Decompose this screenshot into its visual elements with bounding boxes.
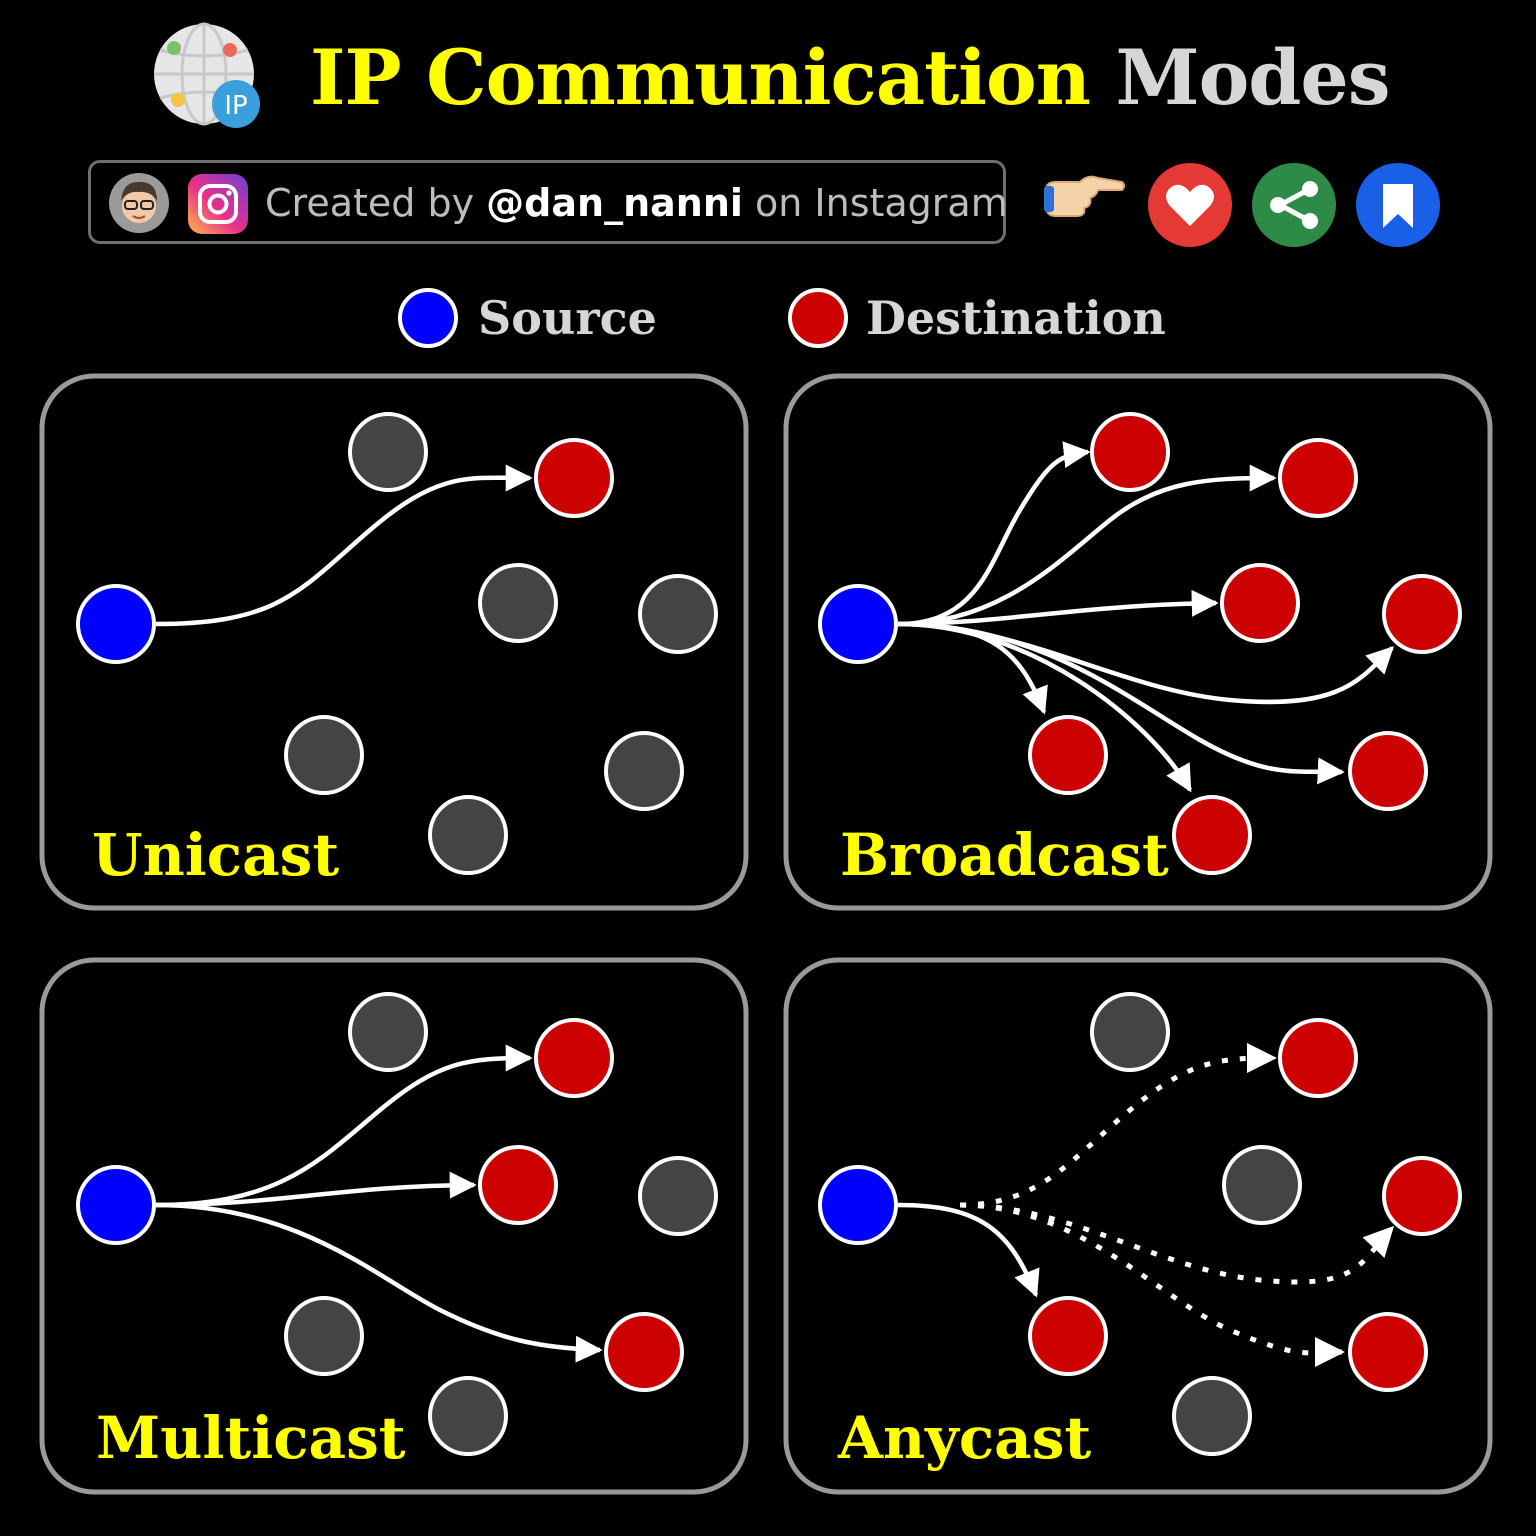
other-node	[348, 412, 428, 492]
heart-icon	[1166, 184, 1214, 226]
destination-node	[1348, 1312, 1428, 1392]
flow-arrow	[155, 464, 533, 627]
page-title: IP Communication Modes	[310, 28, 1391, 128]
destination-node	[1278, 438, 1358, 518]
credit-prefix: Created by	[265, 181, 475, 225]
credit-handle[interactable]: @dan_nanni	[486, 181, 743, 225]
destination-node	[534, 438, 614, 518]
credit-text: Created by @dan_nanni on Instagram	[265, 163, 1008, 243]
instagram-icon	[188, 174, 248, 234]
legend-source-label: Source	[478, 291, 657, 345]
other-node	[638, 1156, 718, 1236]
panel-anycast	[783, 957, 1493, 1495]
destination-node	[1090, 412, 1170, 492]
other-node	[1222, 1145, 1302, 1225]
source-node	[818, 1165, 898, 1245]
destination-node	[534, 1018, 614, 1098]
destination-node	[604, 1312, 684, 1392]
destination-node	[478, 1145, 558, 1225]
other-node	[638, 574, 718, 654]
destination-node	[1278, 1018, 1358, 1098]
destination-node	[1028, 715, 1108, 795]
title-rest: Modes	[1115, 33, 1390, 122]
other-node	[284, 715, 364, 795]
panel-label-anycast: Anycast	[838, 1404, 1092, 1472]
credit-suffix: on Instagram	[755, 181, 1008, 225]
panel-multicast	[39, 957, 749, 1495]
flow-arrow	[155, 1044, 533, 1208]
destination-node	[1382, 574, 1462, 654]
destination-node	[1220, 563, 1300, 643]
flow-arrow	[897, 589, 1219, 627]
flow-arrow	[897, 464, 1277, 627]
destination-node	[1028, 1296, 1108, 1376]
logo-badge: IP	[224, 91, 247, 121]
flow-arrow-dotted	[959, 1202, 1345, 1368]
save-button[interactable]	[1356, 163, 1440, 247]
other-node	[478, 563, 558, 643]
flow-arrow	[897, 621, 1345, 785]
other-node	[348, 992, 428, 1072]
source-node	[818, 584, 898, 664]
destination-node	[1348, 731, 1428, 811]
flow-arrow	[897, 441, 1091, 627]
other-node	[428, 1376, 508, 1456]
other-node	[604, 731, 684, 811]
other-node	[1090, 992, 1170, 1072]
pointing-hand-icon	[1044, 175, 1125, 217]
flow-arrow	[155, 1171, 477, 1208]
other-node	[284, 1296, 364, 1376]
like-button[interactable]	[1148, 163, 1232, 247]
share-icon	[1270, 181, 1318, 229]
bookmark-icon	[1383, 184, 1413, 228]
flow-arrow	[155, 1202, 603, 1363]
share-button[interactable]	[1252, 163, 1336, 247]
globe-network-icon: IP	[154, 22, 260, 128]
panel-label-broadcast: Broadcast	[840, 821, 1169, 889]
flow-arrow-dotted	[959, 1202, 1395, 1285]
panel-label-unicast: Unicast	[92, 821, 340, 889]
other-node	[1172, 1376, 1252, 1456]
legend-destination-label: Destination	[866, 291, 1166, 345]
panel-label-multicast: Multicast	[96, 1404, 406, 1472]
other-node	[428, 795, 508, 875]
destination-node	[1172, 795, 1252, 875]
source-node	[76, 1165, 156, 1245]
legend-source-dot	[398, 288, 458, 348]
legend-destination-dot	[788, 288, 848, 348]
panel-unicast	[39, 373, 749, 911]
title-highlight: IP Communication	[310, 33, 1091, 122]
destination-node	[1382, 1156, 1462, 1236]
action-bar	[1044, 163, 1440, 247]
flow-arrow	[897, 1202, 1040, 1298]
source-node	[76, 584, 156, 664]
panel-broadcast	[783, 373, 1493, 911]
credit-banner[interactable]: Created by @dan_nanni on Instagram	[88, 160, 1008, 244]
memoji-avatar-icon	[109, 173, 169, 233]
flow-arrow-dotted	[959, 1043, 1277, 1208]
